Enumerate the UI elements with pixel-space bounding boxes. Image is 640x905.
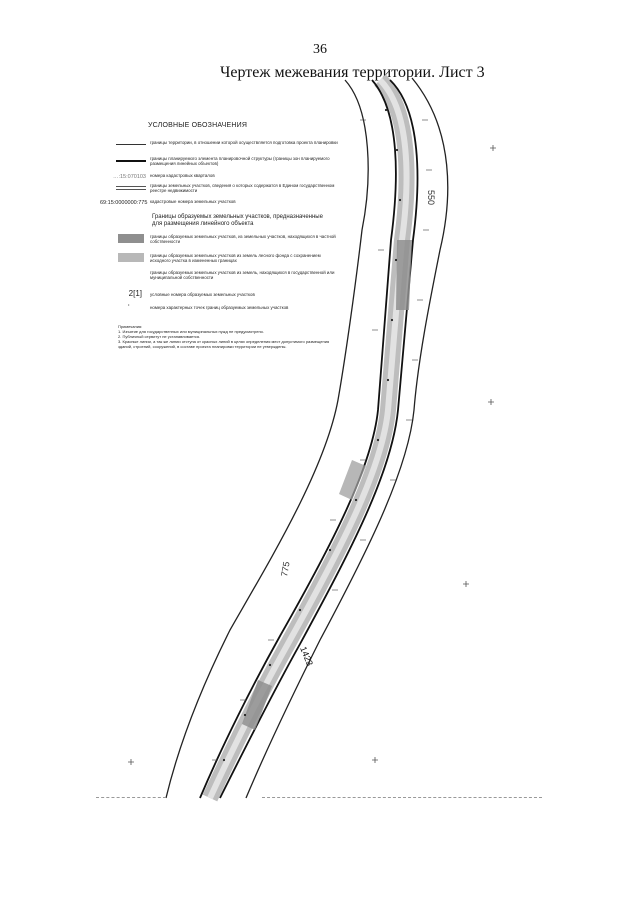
page-title: Чертеж межевания территории. Лист 3	[220, 64, 485, 81]
legend-row-text: границы образуемых земельных участков из…	[150, 270, 335, 281]
point-mark	[386, 378, 390, 382]
legend-row-state-parcels: границы образуемых земельных участков из…	[100, 270, 345, 282]
legend-row-forest-parcels: границы образуемых земельных участков из…	[100, 253, 345, 265]
point-mark	[390, 318, 394, 322]
cross-marks	[128, 145, 496, 765]
territory-boundary-left	[165, 79, 369, 799]
point-mark	[354, 498, 358, 502]
notes-title: Примечания:	[118, 324, 143, 329]
legend-row-quarter-number: …:15:070103 номера кадастровых кварталов	[100, 173, 345, 185]
parcel-fill-upper	[396, 240, 412, 310]
cross-mark	[372, 757, 378, 763]
sheet-border-left	[96, 797, 166, 798]
parcel-label-550: 550	[426, 190, 436, 205]
legend-line-symbol	[116, 160, 146, 162]
cross-mark	[463, 581, 469, 587]
point-mark	[298, 608, 302, 612]
note-1: 1. Изъятие для государственных или муниц…	[118, 329, 264, 334]
point-mark	[395, 148, 399, 152]
legend-line-symbol	[116, 144, 146, 145]
parcel-label-1423: 1423	[298, 645, 315, 667]
boundary-point-marks	[222, 108, 402, 762]
point-mark	[398, 198, 402, 202]
legend-row-point-numbers: • номера характерных точек границ образу…	[100, 302, 345, 316]
legend-row-private-parcels: границы образуемых земельных участков, и…	[100, 234, 345, 246]
legend-row-text: номера кадастровых кварталов	[150, 173, 215, 178]
cross-mark	[490, 145, 496, 151]
tick-marks-right	[332, 119, 432, 591]
point-mark	[268, 663, 272, 667]
territory-boundary-right	[245, 77, 449, 799]
legend-notes: Примечания: 1. Изъятие для государственн…	[118, 324, 343, 349]
legend-row-text: границы планируемого элемента планировоч…	[150, 156, 330, 167]
point-number-symbol: •	[128, 302, 130, 307]
legend-row-conditional-number: 2[1] условные номера образуемых земельны…	[100, 289, 345, 302]
legend-code: 69:15:0000000:775	[100, 200, 148, 206]
parcel-fill-lower	[242, 680, 272, 730]
legend-section-heading: Границы образуемых земельных участков, п…	[152, 214, 323, 227]
legend-row-text: границы образуемых земельных участков, и…	[150, 234, 336, 245]
legend-row-text: границы территории, в отношении которой …	[150, 140, 338, 145]
legend-row-text: условные номера образуемых земельных уча…	[150, 292, 255, 297]
legend-code: 2[1]	[128, 289, 142, 298]
legend-line-symbol	[116, 189, 146, 190]
parcel-label-775: 775	[279, 561, 291, 578]
legend-row-text: границы образуемых земельных участков из…	[150, 253, 321, 264]
parcel-fill-middle	[339, 460, 366, 500]
point-mark	[328, 548, 332, 552]
point-mark	[222, 758, 226, 762]
legend-row-text: границы земельных участков, сведения о к…	[150, 183, 335, 194]
legend-swatch-gray	[118, 234, 144, 243]
legend-heading: УСЛОВНЫЕ ОБОЗНАЧЕНИЯ	[148, 122, 248, 129]
legend-row-text: кадастровые номера земельных участков	[150, 199, 236, 204]
legend-row-planning-boundary: границы планируемого элемента планировоч…	[100, 156, 345, 168]
legend-swatch-light	[118, 253, 144, 262]
note-2: 2. Публичный сервитут не устанавливается…	[118, 334, 201, 339]
page-number: 36	[313, 42, 327, 57]
point-mark	[243, 713, 247, 717]
corridor-edge-left	[199, 79, 397, 799]
corridor-band	[202, 74, 415, 802]
point-mark	[394, 258, 398, 262]
note-3: 3. Красные линии, а так же линии отступа…	[118, 339, 330, 349]
cross-mark	[128, 759, 134, 765]
legend-row-territory-boundary: границы территории, в отношении которой …	[100, 140, 345, 152]
legend-row-text: номера характерных точек границ образуем…	[150, 305, 289, 310]
point-mark	[384, 108, 388, 112]
legend-row-cadastral-number: 69:15:0000000:775 кадастровые номера зем…	[100, 199, 345, 211]
cross-mark	[488, 399, 494, 405]
corridor-edge-right	[219, 79, 419, 799]
sheet-border-right	[262, 797, 542, 798]
tick-marks-left	[212, 119, 384, 761]
legend-line-symbol	[116, 186, 146, 187]
legend-row-registered-parcels: границы земельных участков, сведения о к…	[100, 183, 345, 195]
point-mark	[376, 438, 380, 442]
legend-code: …:15:070103	[112, 174, 146, 180]
